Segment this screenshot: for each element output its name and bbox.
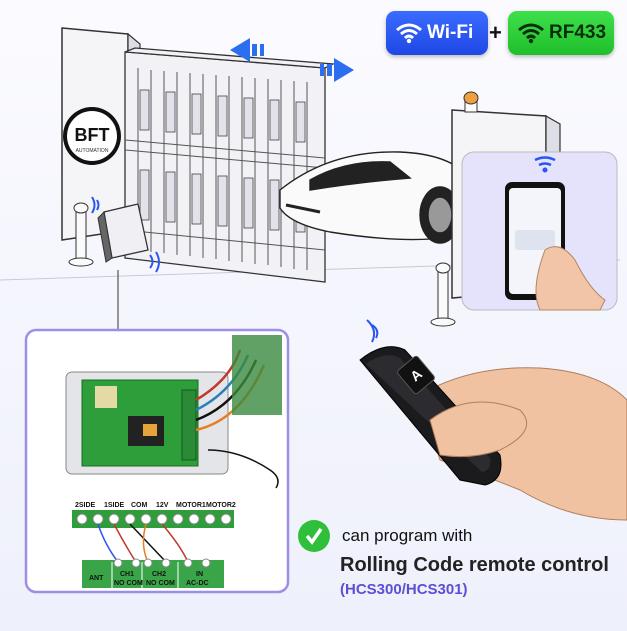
checkmark-icon	[298, 520, 330, 552]
terminal-label-in: IN	[196, 571, 203, 578]
terminal-label-com: COM	[131, 502, 148, 509]
wifi-badge-label: Wi-Fi	[427, 22, 474, 43]
terminal-label-ant: ANT	[89, 575, 104, 582]
rf433-badge-label: RF433	[549, 22, 607, 43]
bft-logo: BFT AUTOMATION	[63, 107, 121, 165]
sports-car	[279, 151, 479, 244]
rf-signal-icon	[518, 23, 544, 44]
feature-line-1: can program with	[342, 526, 473, 545]
photocell-right	[430, 262, 456, 327]
terminal-label-ch2-contacts: NO COM	[146, 580, 175, 587]
wifi-badge: Wi-Fi	[386, 11, 488, 55]
terminal-label-motor2: MOTOR2	[206, 502, 236, 509]
photocell-left	[68, 202, 94, 267]
terminal-label-in-acdc: AC-DC	[186, 580, 209, 587]
rf433-badge: RF433	[508, 11, 614, 55]
left-arrow-icon	[230, 38, 264, 62]
signal-wave-icon	[91, 196, 379, 343]
right-arrow-icon	[320, 58, 354, 82]
bft-logo-text: BFT	[75, 125, 110, 145]
terminal-label-12v: 12V	[156, 502, 169, 509]
terminal-strip-top	[72, 510, 234, 528]
bft-logo-subtext: AUTOMATION	[76, 148, 109, 154]
terminal-label-ch2: CH2	[152, 571, 166, 578]
terminal-label-motor1: MOTOR1	[176, 502, 206, 509]
terminal-label-ch1: CH1	[120, 571, 134, 578]
feature-caption: can program with Rolling Code remote con…	[298, 520, 627, 610]
plus-sign: +	[489, 20, 502, 45]
smartphone-inset	[461, 151, 618, 311]
feature-line-2: Rolling Code remote control	[340, 554, 609, 576]
gate-motor	[97, 203, 149, 263]
feature-line-3: (HCS300/HCS301)	[340, 581, 468, 598]
sliding-gate	[124, 47, 336, 283]
terminal-label-2side: 2SIDE	[75, 502, 96, 509]
hand-holding-remote: A	[359, 346, 627, 521]
terminal-label-1side: 1SIDE	[104, 502, 125, 509]
terminal-strip-bottom	[82, 558, 224, 588]
wifi-icon	[396, 23, 422, 44]
terminal-label-ch1-contacts: NO COM	[114, 580, 143, 587]
